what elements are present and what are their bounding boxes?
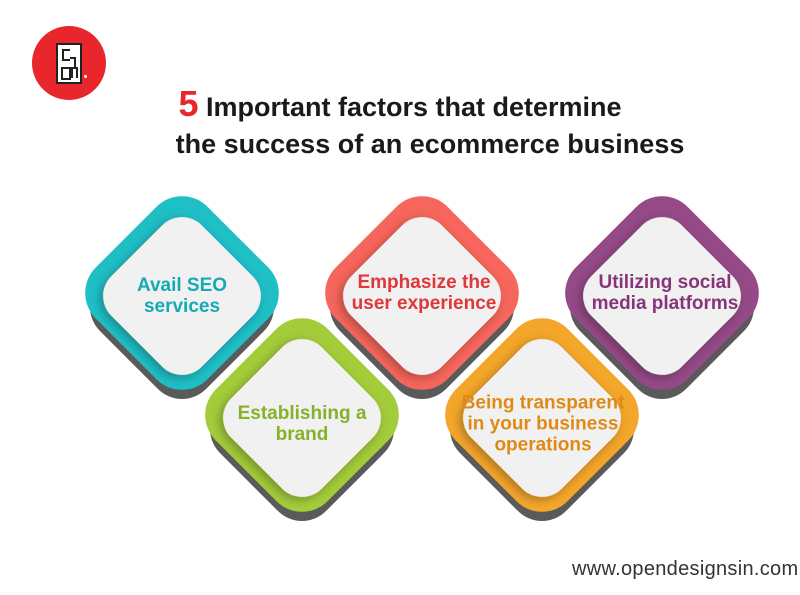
page-title-line2: the success of an ecommerce business [175,129,685,159]
diamond-card-social [583,217,741,375]
page-title-line1: 5 Important factors that determine [178,83,622,124]
factor-label-social: Utilizing social media platforms [591,272,739,314]
factor-label-seo: Avail SEO services [136,275,228,317]
title-number: 5 [178,83,199,124]
factor-label-ux: Emphasize the user experience [351,272,497,314]
logo-mark [56,43,82,84]
website-url: www.opendesignsin.com [572,558,799,580]
factor-label-transparent: Being transparent in your business opera… [461,392,625,456]
diamond-card-transparent [463,339,621,497]
logo [32,26,106,100]
diamond-card-seo [103,217,261,375]
diamond-card-brand [223,339,381,497]
factor-label-brand: Establishing a brand [237,403,367,445]
diamond-card-ux [343,217,501,375]
